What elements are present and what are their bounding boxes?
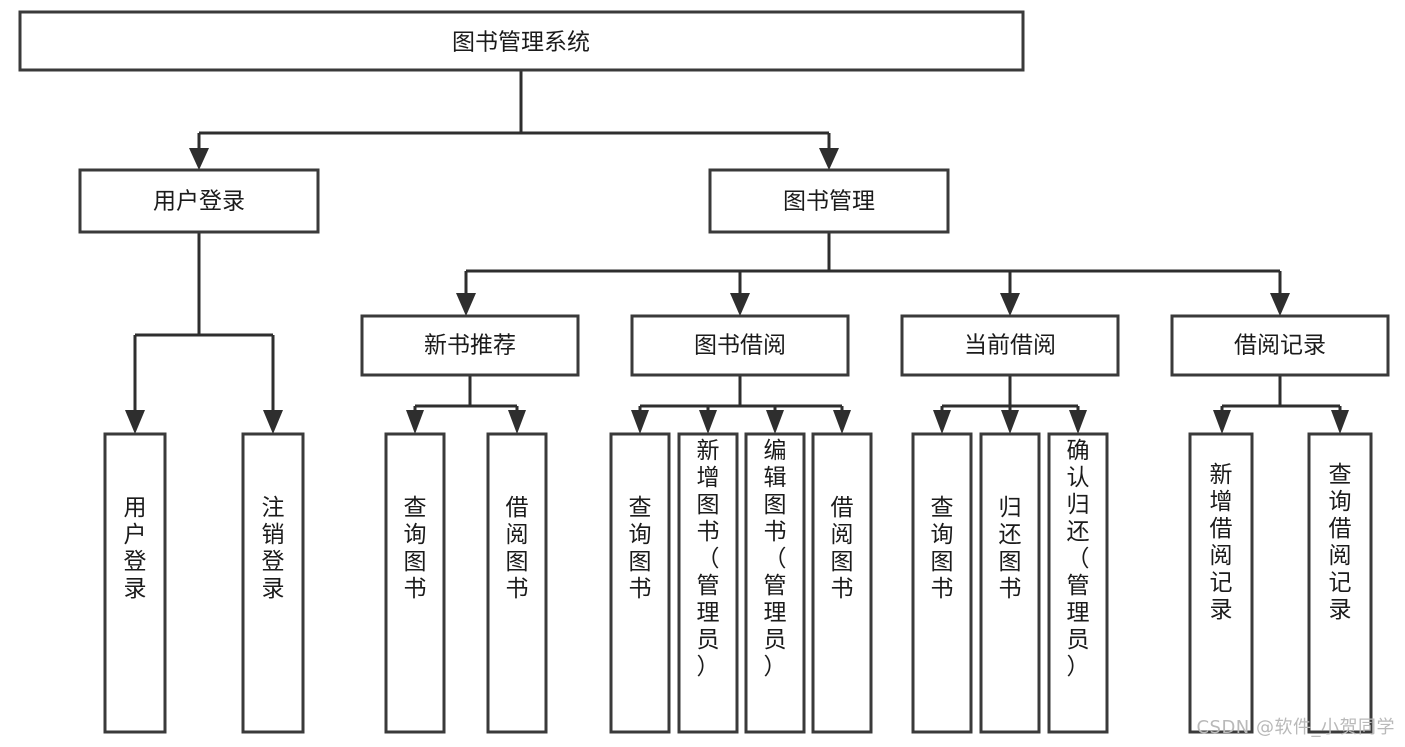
csdn-watermark: CSDN @软件_小贺同学 bbox=[1196, 717, 1395, 738]
node-leaf-add-record[interactable]: 新增借阅记录 bbox=[1188, 432, 1254, 734]
node-leaf-confirm-return-box[interactable] bbox=[1047, 432, 1109, 734]
node-leaf-borrow-book-2-label: 借阅图书 bbox=[831, 495, 854, 602]
arrow-book-manage bbox=[819, 148, 839, 170]
node-leaf-return-book[interactable]: 归还图书 bbox=[979, 432, 1041, 734]
node-current-borrow-label: 当前借阅 bbox=[964, 333, 1056, 359]
node-leaf-logout-label: 注销登录 bbox=[262, 495, 285, 602]
arrow-leaf-borrow-book-2 bbox=[833, 410, 851, 434]
node-leaf-borrow-book-1-label: 借阅图书 bbox=[506, 495, 529, 602]
node-leaf-query-book-3-label: 查询图书 bbox=[931, 495, 954, 602]
node-book-borrow-label: 图书借阅 bbox=[694, 333, 786, 359]
node-leaf-user-login-box[interactable] bbox=[103, 432, 167, 734]
node-leaf-add-book-box[interactable] bbox=[677, 432, 739, 734]
node-book-manage-label: 图书管理 bbox=[783, 189, 875, 215]
node-borrow-record-box[interactable] bbox=[1170, 314, 1390, 377]
arrow-leaf-logout bbox=[263, 410, 283, 434]
arrow-leaf-borrow-book-1 bbox=[508, 410, 526, 434]
arrow-borrow-record bbox=[1270, 293, 1290, 316]
node-new-book-rec-box[interactable] bbox=[360, 314, 580, 377]
arrow-leaf-edit-book bbox=[766, 410, 784, 434]
node-leaf-query-book-2-box[interactable] bbox=[609, 432, 671, 734]
node-leaf-query-book-1-label: 查询图书 bbox=[404, 495, 427, 602]
node-user-login[interactable]: 用户登录 bbox=[78, 168, 320, 234]
node-leaf-query-book-2-label: 查询图书 bbox=[629, 495, 652, 602]
arrow-book-borrow bbox=[730, 293, 750, 316]
node-leaf-add-book-label: 新增图书（管理员） bbox=[697, 438, 720, 680]
node-leaf-query-record-box[interactable] bbox=[1307, 432, 1373, 734]
node-leaf-query-record-label: 查询借阅记录 bbox=[1329, 462, 1352, 623]
node-leaf-query-book-2[interactable]: 查询图书 bbox=[609, 432, 671, 734]
node-book-borrow[interactable]: 图书借阅 bbox=[630, 314, 850, 377]
node-borrow-record[interactable]: 借阅记录 bbox=[1170, 314, 1390, 377]
arrow-leaf-user-login bbox=[125, 410, 145, 434]
node-leaf-edit-book[interactable]: 编辑图书（管理员） bbox=[744, 432, 806, 734]
node-leaf-return-book-box[interactable] bbox=[979, 432, 1041, 734]
arrow-current-borrow bbox=[1000, 293, 1020, 316]
node-borrow-record-label: 借阅记录 bbox=[1234, 333, 1326, 359]
arrow-leaf-add-book bbox=[699, 410, 717, 434]
node-leaf-logout[interactable]: 注销登录 bbox=[241, 432, 305, 734]
node-new-book-rec[interactable]: 新书推荐 bbox=[360, 314, 580, 377]
arrow-new-book-rec bbox=[456, 293, 476, 316]
node-leaf-confirm-return-label: 确认归还（管理员） bbox=[1067, 438, 1090, 680]
node-leaf-borrow-book-1-box[interactable] bbox=[486, 432, 548, 734]
node-leaf-edit-book-box[interactable] bbox=[744, 432, 806, 734]
node-leaf-borrow-book-2-box[interactable] bbox=[811, 432, 873, 734]
node-book-manage[interactable]: 图书管理 bbox=[708, 168, 950, 234]
node-new-book-rec-label: 新书推荐 bbox=[424, 333, 516, 359]
node-user-login-label: 用户登录 bbox=[153, 189, 245, 215]
arrow-user-login bbox=[189, 148, 209, 170]
node-leaf-user-login[interactable]: 用户登录 bbox=[103, 432, 167, 734]
node-user-login-box[interactable] bbox=[78, 168, 320, 234]
node-leaf-confirm-return[interactable]: 确认归还（管理员） bbox=[1047, 432, 1109, 734]
node-leaf-borrow-book-1[interactable]: 借阅图书 bbox=[486, 432, 548, 734]
node-leaf-borrow-book-2[interactable]: 借阅图书 bbox=[811, 432, 873, 734]
node-leaf-query-book-1[interactable]: 查询图书 bbox=[384, 432, 446, 734]
arrow-leaf-add-record bbox=[1213, 410, 1231, 434]
node-current-borrow[interactable]: 当前借阅 bbox=[900, 314, 1120, 377]
arrow-leaf-query-record bbox=[1331, 410, 1349, 434]
node-leaf-user-login-label: 用户登录 bbox=[124, 495, 147, 602]
node-leaf-query-book-3-box[interactable] bbox=[911, 432, 973, 734]
node-leaf-query-book-1-box[interactable] bbox=[384, 432, 446, 734]
node-current-borrow-box[interactable] bbox=[900, 314, 1120, 377]
arrow-leaf-return-book bbox=[1001, 410, 1019, 434]
node-root[interactable]: 图书管理系统 bbox=[18, 10, 1025, 72]
node-leaf-add-record-label: 新增借阅记录 bbox=[1210, 462, 1233, 623]
node-root-label: 图书管理系统 bbox=[452, 30, 590, 56]
node-book-manage-box[interactable] bbox=[708, 168, 950, 234]
arrow-leaf-query-book-3 bbox=[933, 410, 951, 434]
node-leaf-add-record-box[interactable] bbox=[1188, 432, 1254, 734]
node-leaf-edit-book-label: 编辑图书（管理员） bbox=[764, 438, 787, 680]
node-leaf-logout-box[interactable] bbox=[241, 432, 305, 734]
node-leaf-return-book-label: 归还图书 bbox=[999, 495, 1022, 602]
edge-layer bbox=[125, 70, 1349, 434]
node-leaf-query-record[interactable]: 查询借阅记录 bbox=[1307, 432, 1373, 734]
node-book-borrow-box[interactable] bbox=[630, 314, 850, 377]
node-leaf-query-book-3[interactable]: 查询图书 bbox=[911, 432, 973, 734]
node-root-box[interactable] bbox=[18, 10, 1025, 72]
arrow-leaf-confirm-return bbox=[1069, 410, 1087, 434]
arrow-leaf-query-book-1 bbox=[406, 410, 424, 434]
arrow-leaf-query-book-2 bbox=[631, 410, 649, 434]
node-leaf-add-book[interactable]: 新增图书（管理员） bbox=[677, 432, 739, 734]
